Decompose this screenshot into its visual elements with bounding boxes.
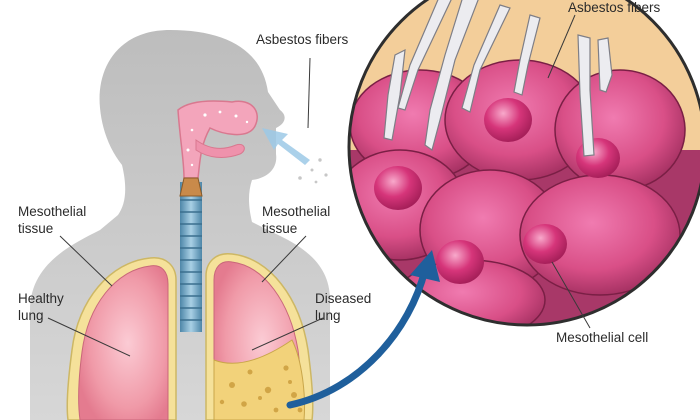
label-mesothelial-tissue-left-line2: tissue — [18, 221, 53, 236]
label-asbestos-fibers-right: Asbestos fibers — [568, 0, 661, 15]
labels: Asbestos fibers Asbestos fibers Mesothel… — [18, 0, 661, 345]
inhalation-arrow — [262, 128, 328, 184]
magnify-arrow — [286, 250, 440, 409]
label-mesothelial-cell: Mesothelial cell — [556, 330, 648, 345]
label-healthy-lung-line2: lung — [18, 308, 44, 323]
label-asbestos-fibers-left: Asbestos fibers — [256, 32, 349, 47]
trachea — [179, 177, 203, 332]
label-diseased-lung-line2: lung — [315, 308, 341, 323]
leader-lines — [47, 14, 591, 357]
label-mesothelial-tissue-right-line2: tissue — [262, 221, 297, 236]
diseased-lung — [205, 253, 314, 420]
nasal-airway — [177, 100, 258, 179]
label-healthy-lung-line1: Healthy — [18, 291, 64, 306]
label-diseased-lung-line1: Diseased — [315, 291, 371, 306]
label-mesothelial-tissue-left-line1: Mesothelial — [18, 204, 86, 219]
asbestos-fibers — [383, 0, 613, 157]
magnified-view — [347, 0, 700, 327]
label-mesothelial-tissue-right-line1: Mesothelial — [262, 204, 330, 219]
healthy-lung — [66, 257, 177, 420]
